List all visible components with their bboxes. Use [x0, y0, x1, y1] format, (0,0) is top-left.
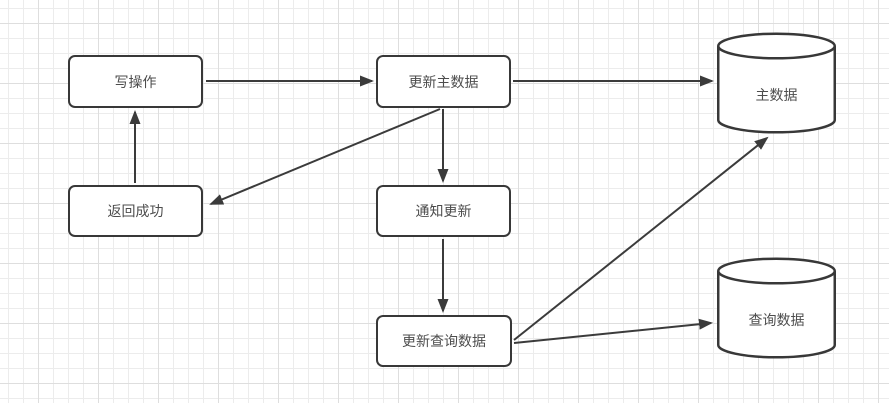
edge-update-master-data-to-return-success[interactable] — [209, 108, 441, 205]
node-notify-update-label: 通知更新 — [415, 203, 472, 219]
edge-update-query-data-to-query-data-store[interactable] — [513, 318, 713, 344]
node-update-master-data-label: 更新主数据 — [408, 73, 479, 90]
node-notify-update[interactable]: 通知更新 — [376, 185, 511, 237]
node-return-success[interactable]: 返回成功 — [68, 185, 203, 237]
node-update-query-data-label: 更新查询数据 — [402, 333, 486, 349]
cylinder-shape — [717, 257, 836, 359]
node-update-master-data[interactable]: 更新主数据 — [376, 55, 511, 108]
node-master-data-store-label: 主数据 — [755, 87, 798, 103]
cylinder-shape — [717, 32, 836, 134]
node-query-data-store-label: 查询数据 — [748, 312, 805, 328]
node-master-data-store[interactable]: 主数据 — [717, 32, 836, 134]
node-write-operation[interactable]: 写操作 — [68, 55, 203, 108]
node-update-query-data[interactable]: 更新查询数据 — [376, 315, 512, 367]
node-write-operation-label: 写操作 — [114, 73, 157, 90]
node-return-success-label: 返回成功 — [107, 203, 164, 219]
edge-update-query-data-to-master-data-store[interactable] — [513, 136, 769, 341]
node-query-data-store[interactable]: 查询数据 — [717, 257, 836, 359]
